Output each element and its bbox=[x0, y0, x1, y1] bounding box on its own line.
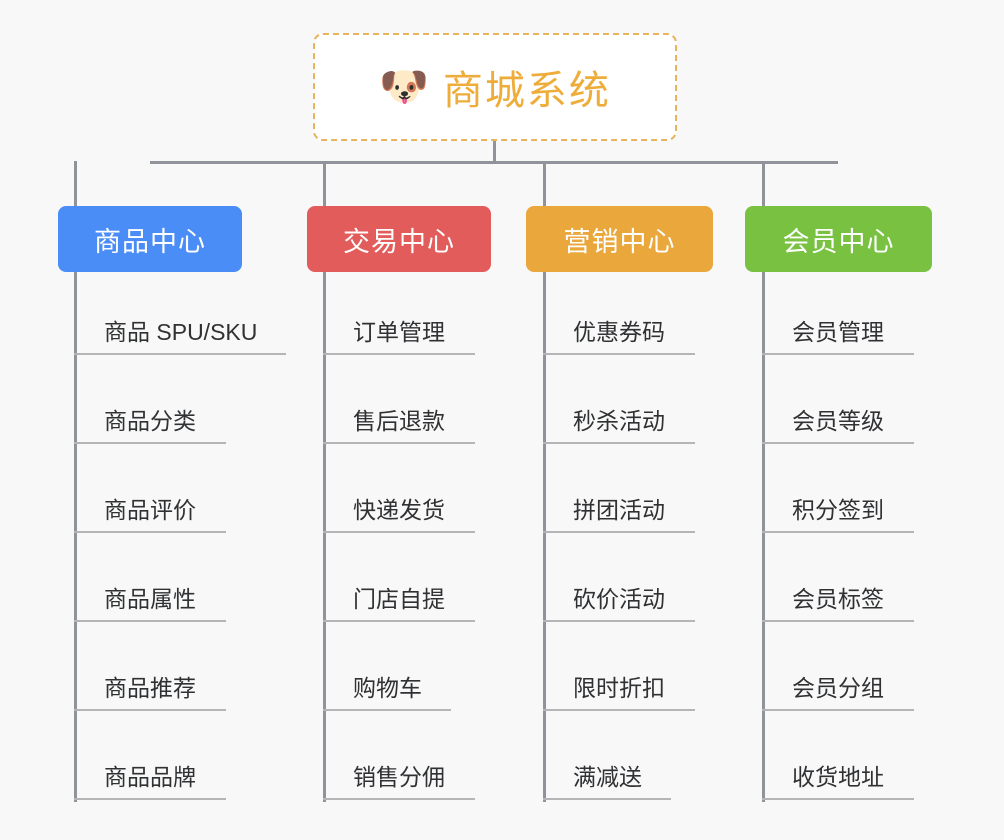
category-header-member[interactable]: 会员中心 bbox=[745, 206, 932, 272]
column-trunk-product bbox=[74, 272, 77, 802]
leaf-item-underline bbox=[762, 531, 914, 533]
leaf-item-label: 门店自提 bbox=[353, 586, 445, 612]
leaf-item-label: 限时折扣 bbox=[573, 675, 665, 701]
leaf-item-label: 商品评价 bbox=[104, 497, 196, 523]
leaf-item-label: 积分签到 bbox=[792, 497, 884, 523]
rail-drop-connector-member bbox=[762, 161, 765, 206]
category-header-label: 会员中心 bbox=[782, 226, 895, 257]
leaf-item[interactable]: 满减送 bbox=[543, 744, 671, 800]
leaf-item[interactable]: 售后退款 bbox=[323, 388, 475, 444]
root-stem-connector bbox=[493, 141, 496, 164]
leaf-item[interactable]: 限时折扣 bbox=[543, 655, 695, 711]
category-header-trade[interactable]: 交易中心 bbox=[307, 206, 491, 272]
leaf-item[interactable]: 商品品牌 bbox=[74, 744, 226, 800]
leaf-item-label: 销售分佣 bbox=[353, 764, 445, 790]
leaf-item-label: 满减送 bbox=[573, 764, 642, 790]
leaf-item-underline bbox=[762, 442, 914, 444]
leaf-item[interactable]: 收货地址 bbox=[762, 744, 914, 800]
leaf-item[interactable]: 商品分类 bbox=[74, 388, 226, 444]
leaf-item-label: 商品分类 bbox=[104, 408, 196, 434]
leaf-item-underline bbox=[543, 353, 695, 355]
leaf-item-underline bbox=[74, 620, 226, 622]
category-header-label: 交易中心 bbox=[343, 226, 455, 257]
leaf-item[interactable]: 商品属性 bbox=[74, 566, 226, 622]
leaf-item-underline bbox=[74, 442, 226, 444]
leaf-item-label: 会员分组 bbox=[792, 675, 884, 701]
leaf-item-underline bbox=[323, 531, 475, 533]
leaf-item-label: 拼团活动 bbox=[573, 497, 665, 523]
leaf-item-label: 优惠券码 bbox=[573, 319, 665, 345]
category-header-marketing[interactable]: 营销中心 bbox=[526, 206, 713, 272]
leaf-item-underline bbox=[762, 620, 914, 622]
leaf-item-underline bbox=[323, 620, 475, 622]
leaf-item[interactable]: 会员等级 bbox=[762, 388, 914, 444]
leaf-item[interactable]: 商品评价 bbox=[74, 477, 226, 533]
leaf-item-underline bbox=[762, 798, 914, 800]
leaf-item-underline bbox=[74, 709, 226, 711]
leaf-item-underline bbox=[323, 709, 451, 711]
leaf-item-underline bbox=[543, 709, 695, 711]
leaf-item-underline bbox=[762, 709, 914, 711]
leaf-item-label: 砍价活动 bbox=[573, 586, 665, 612]
leaf-item[interactable]: 订单管理 bbox=[323, 299, 475, 355]
leaf-item-label: 订单管理 bbox=[353, 319, 445, 345]
leaf-item-underline bbox=[543, 798, 671, 800]
leaf-item-underline bbox=[74, 798, 226, 800]
leaf-item[interactable]: 门店自提 bbox=[323, 566, 475, 622]
leaf-item-label: 售后退款 bbox=[353, 408, 445, 434]
category-header-label: 商品中心 bbox=[94, 226, 206, 257]
leaf-item-label: 商品推荐 bbox=[104, 675, 196, 701]
leaf-item[interactable]: 秒杀活动 bbox=[543, 388, 695, 444]
leaf-item-label: 商品 SPU/SKU bbox=[104, 319, 258, 345]
leaf-item-underline bbox=[323, 798, 475, 800]
rail-drop-connector-marketing bbox=[543, 161, 546, 206]
leaf-item[interactable]: 会员分组 bbox=[762, 655, 914, 711]
leaf-item[interactable]: 砍价活动 bbox=[543, 566, 695, 622]
leaf-item-label: 快递发货 bbox=[353, 497, 445, 523]
root-title: 商城系统 bbox=[442, 69, 611, 113]
leaf-item-label: 购物车 bbox=[353, 675, 422, 701]
horizontal-rail-connector bbox=[150, 161, 838, 164]
category-header-product[interactable]: 商品中心 bbox=[58, 206, 242, 272]
leaf-item-underline bbox=[543, 442, 695, 444]
leaf-item-label: 商品品牌 bbox=[104, 764, 196, 790]
leaf-item-label: 收货地址 bbox=[792, 764, 884, 790]
leaf-item[interactable]: 商品推荐 bbox=[74, 655, 226, 711]
leaf-item[interactable]: 拼团活动 bbox=[543, 477, 695, 533]
leaf-item-underline bbox=[543, 531, 695, 533]
column-trunk-member bbox=[762, 272, 765, 802]
leaf-item-underline bbox=[323, 442, 475, 444]
leaf-item[interactable]: 购物车 bbox=[323, 655, 451, 711]
leaf-item-underline bbox=[323, 353, 475, 355]
leaf-item[interactable]: 商品 SPU/SKU bbox=[74, 299, 286, 355]
column-trunk-trade bbox=[323, 272, 326, 802]
leaf-item-label: 商品属性 bbox=[104, 586, 196, 612]
root-node[interactable]: 🐶 商城系统 bbox=[313, 33, 677, 141]
leaf-item-label: 会员管理 bbox=[792, 319, 884, 345]
leaf-item[interactable]: 积分签到 bbox=[762, 477, 914, 533]
leaf-item[interactable]: 优惠券码 bbox=[543, 299, 695, 355]
leaf-item-underline bbox=[762, 353, 914, 355]
leaf-item[interactable]: 会员管理 bbox=[762, 299, 914, 355]
leaf-item-underline bbox=[74, 531, 226, 533]
leaf-item[interactable]: 会员标签 bbox=[762, 566, 914, 622]
leaf-item-label: 会员等级 bbox=[792, 408, 884, 434]
leaf-item-underline bbox=[543, 620, 695, 622]
leaf-item-underline bbox=[74, 353, 286, 355]
leaf-item-label: 秒杀活动 bbox=[573, 408, 665, 434]
leaf-item-label: 会员标签 bbox=[792, 586, 884, 612]
rail-drop-connector-product bbox=[74, 161, 77, 206]
leaf-item[interactable]: 销售分佣 bbox=[323, 744, 475, 800]
leaf-item[interactable]: 快递发货 bbox=[323, 477, 475, 533]
rail-drop-connector-trade bbox=[323, 161, 326, 206]
shiba-dog-face-icon: 🐶 bbox=[379, 65, 429, 109]
category-header-label: 营销中心 bbox=[563, 226, 676, 257]
column-trunk-marketing bbox=[543, 272, 546, 802]
